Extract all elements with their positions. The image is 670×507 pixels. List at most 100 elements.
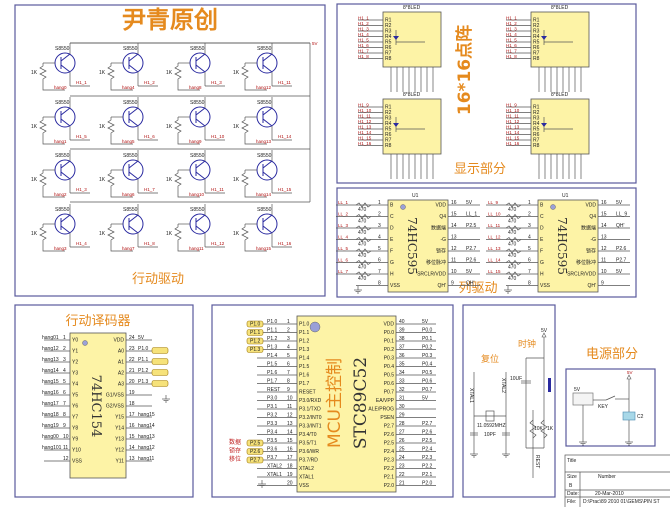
- pin1-marker-icon: [400, 204, 406, 210]
- right-net: 5V: [466, 269, 473, 275]
- resistor-icon: [529, 419, 537, 439]
- pin-number: 13: [129, 456, 135, 462]
- pin-number: 14: [129, 445, 135, 451]
- pin-number: 22: [399, 472, 405, 478]
- net-tag: [246, 439, 264, 447]
- resistor-icon: [241, 170, 267, 198]
- pin-number: 9: [451, 281, 454, 287]
- file-value: D:\Prac\89 2010 01\GEMS\PIN ST: [583, 499, 660, 505]
- transistor-part: S8550: [55, 46, 70, 52]
- left-net: P1.3: [267, 345, 278, 351]
- reset-label: 复位: [481, 353, 499, 365]
- pin-number: 10: [287, 396, 293, 402]
- decoder-title: 行动译码器: [65, 314, 130, 329]
- base-net: hang7: [122, 246, 135, 251]
- resistor-icon: [505, 213, 522, 220]
- resistor-icon: [355, 259, 372, 266]
- net-tag-label: P2.5: [250, 441, 261, 447]
- wire: [128, 64, 139, 73]
- wire: [195, 225, 206, 234]
- input-net: LL_10: [488, 212, 501, 217]
- transistor-part: S8550: [123, 207, 138, 213]
- base-net: hang14: [256, 192, 272, 197]
- left-net: hang13: [42, 357, 59, 363]
- input-net: LL_15: [488, 269, 501, 274]
- mcu-circuit: P1.01P1.0P1.12P1.1P1.23P1.2P1.34P1.3P1.4…: [229, 315, 436, 493]
- pin-number: 23: [399, 464, 405, 470]
- resistor-icon: [505, 225, 522, 231]
- pin-name: P2.5: [384, 441, 395, 447]
- wire: [195, 214, 206, 223]
- pin-name: VDD: [585, 203, 596, 209]
- pin-name: P0.4: [384, 364, 395, 370]
- pin-number: 11: [63, 445, 68, 451]
- pin-name: P1.4: [299, 356, 310, 362]
- collector-net: H1_2: [144, 80, 155, 85]
- resistor-value: 1K: [99, 231, 106, 237]
- resistor-icon: [107, 170, 133, 198]
- chip-body: [387, 199, 449, 293]
- pin-name: 移位脉冲: [426, 259, 446, 266]
- right-net: P1.0: [138, 346, 149, 352]
- base-net: hang9: [189, 139, 202, 144]
- left-net: XTAL2: [267, 464, 282, 470]
- row-driver-circuit: 5VS8550H1_11Khang0S8550H1_21Khang4S8550H…: [31, 41, 318, 252]
- wire: [262, 160, 273, 169]
- pin-number: 21: [399, 481, 405, 487]
- pin-number: 17: [287, 455, 293, 461]
- pin-name: B: [540, 203, 544, 209]
- net-tag: [246, 329, 264, 336]
- pin-name: B: [390, 203, 394, 209]
- pin-name: VDD: [435, 203, 446, 209]
- wire: [128, 160, 139, 169]
- row-pin: R4: [385, 121, 392, 127]
- power-panel: [565, 368, 656, 447]
- right-net: P0.2: [422, 345, 433, 351]
- left-net: REST: [267, 387, 280, 393]
- wire: [128, 53, 139, 62]
- row-pin: R4: [533, 121, 540, 127]
- pin-number: 18: [129, 401, 135, 407]
- wire: [60, 118, 71, 127]
- pin-number: 12: [601, 246, 607, 252]
- row-pin: R8: [533, 56, 540, 62]
- row-pin: R1: [385, 18, 392, 24]
- transistor-part: S8550: [55, 100, 70, 106]
- pin-number: 37: [399, 345, 405, 351]
- title-field: Title: [567, 458, 576, 464]
- pin-name: P0.2: [384, 347, 395, 353]
- right-net: P1.2: [138, 368, 149, 374]
- right-net: P2.7: [466, 246, 477, 252]
- left-net: P1.2: [267, 336, 278, 342]
- collector-net: H1_8: [144, 241, 155, 246]
- resistor-value: 470: [358, 265, 367, 271]
- resistor-value: 1K: [99, 70, 106, 76]
- pin-name: SRCLR/VDD: [567, 272, 596, 278]
- pin-number: 15: [451, 212, 457, 218]
- right-net: P0.1: [422, 336, 433, 342]
- row-net: H1_2: [506, 21, 517, 26]
- pin-number: 12: [287, 413, 293, 419]
- left-net: P3.0: [267, 396, 278, 402]
- decoder-circuit: Y01hang01Y12hang12Y23hang13Y34hang14Y45h…: [42, 332, 170, 479]
- wire: [195, 171, 206, 180]
- pin-name: A0: [118, 349, 124, 355]
- row-pin: R3: [385, 116, 392, 122]
- input-net: LL_2: [338, 212, 349, 217]
- right-net: 5V: [422, 396, 429, 402]
- pin-number: 5: [63, 379, 66, 385]
- row-net: H1_7: [506, 49, 517, 54]
- pin1-marker-icon: [82, 340, 88, 346]
- pin-number: 30: [399, 404, 405, 410]
- transistor-part: S8550: [123, 46, 138, 52]
- pin-number: 35: [399, 362, 405, 368]
- input-net: LL_12: [488, 235, 501, 240]
- wire: [128, 171, 139, 180]
- left-net: P3.4: [267, 430, 278, 436]
- resistor-value: 470: [358, 230, 367, 236]
- switch-label: KEY: [598, 404, 609, 410]
